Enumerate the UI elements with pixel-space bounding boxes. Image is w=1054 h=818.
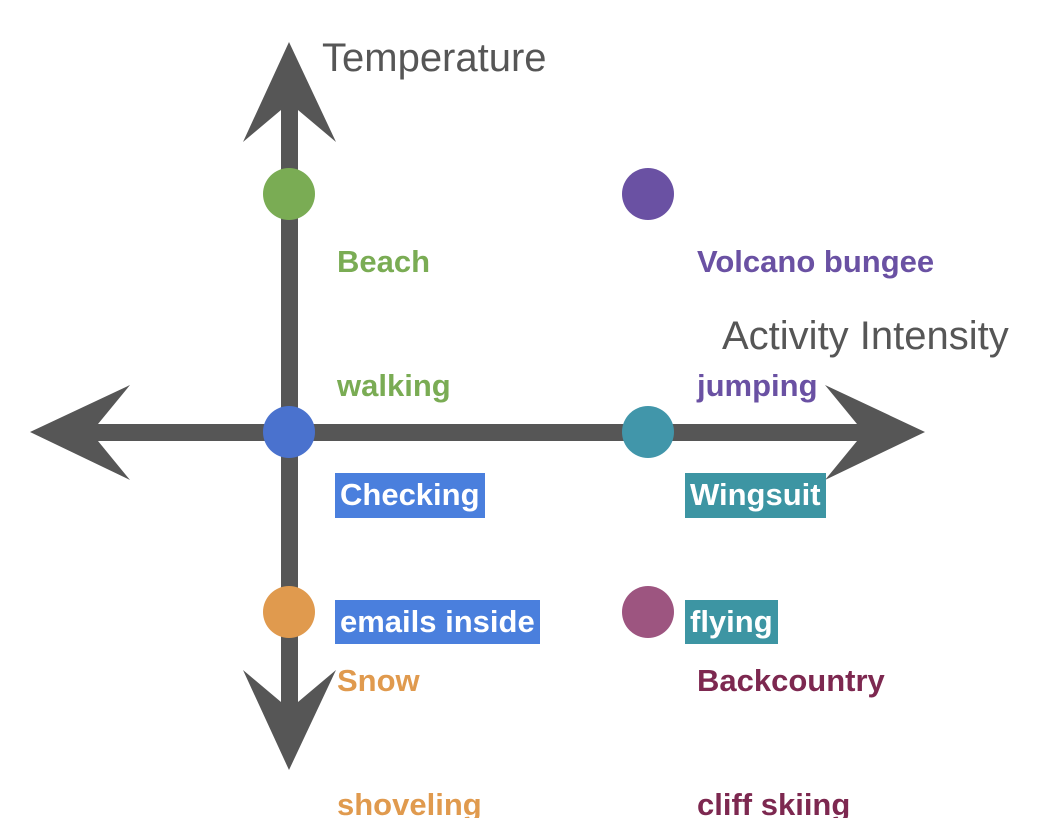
label-line-2: walking: [337, 368, 451, 404]
data-point-label: Snow shoveling: [337, 578, 482, 818]
label-line-2: emails inside: [335, 600, 540, 645]
y-axis-title: Temperature: [322, 36, 547, 80]
label-line-1: Checking: [335, 473, 485, 518]
y-axis-arrow-up-icon: [243, 42, 336, 142]
x-axis-arrow-right-icon: [825, 385, 925, 480]
data-point-label: Beach walking: [337, 159, 451, 489]
label-line-2: cliff skiing: [697, 787, 851, 818]
label-line-1: Snow: [337, 663, 420, 699]
label-line-1: Wingsuit: [685, 473, 826, 518]
data-point-dot[interactable]: [263, 168, 315, 220]
y-axis-arrow-down-icon: [243, 670, 336, 770]
data-point-dot[interactable]: [622, 586, 674, 638]
label-line-2: jumping: [697, 368, 818, 404]
data-point-label: Wingsuit flying: [685, 391, 826, 727]
label-line-1: Volcano bungee: [697, 244, 935, 280]
x-axis-title: Activity Intensity: [722, 314, 1009, 358]
data-point-dot[interactable]: [622, 168, 674, 220]
x-axis-arrow-left-icon: [30, 385, 130, 480]
data-point-label: Checking emails inside: [335, 391, 540, 727]
label-line-2: flying: [685, 600, 778, 645]
data-point-label: Backcountry cliff skiing: [697, 578, 885, 818]
data-point-dot[interactable]: [263, 406, 315, 458]
label-line-1: Beach: [337, 244, 431, 280]
data-point-dot[interactable]: [622, 406, 674, 458]
data-point-dot[interactable]: [263, 586, 315, 638]
data-point-label: Volcano bungee jumping: [697, 159, 934, 489]
label-line-2: shoveling: [337, 787, 482, 818]
label-line-1: Backcountry: [697, 663, 885, 699]
